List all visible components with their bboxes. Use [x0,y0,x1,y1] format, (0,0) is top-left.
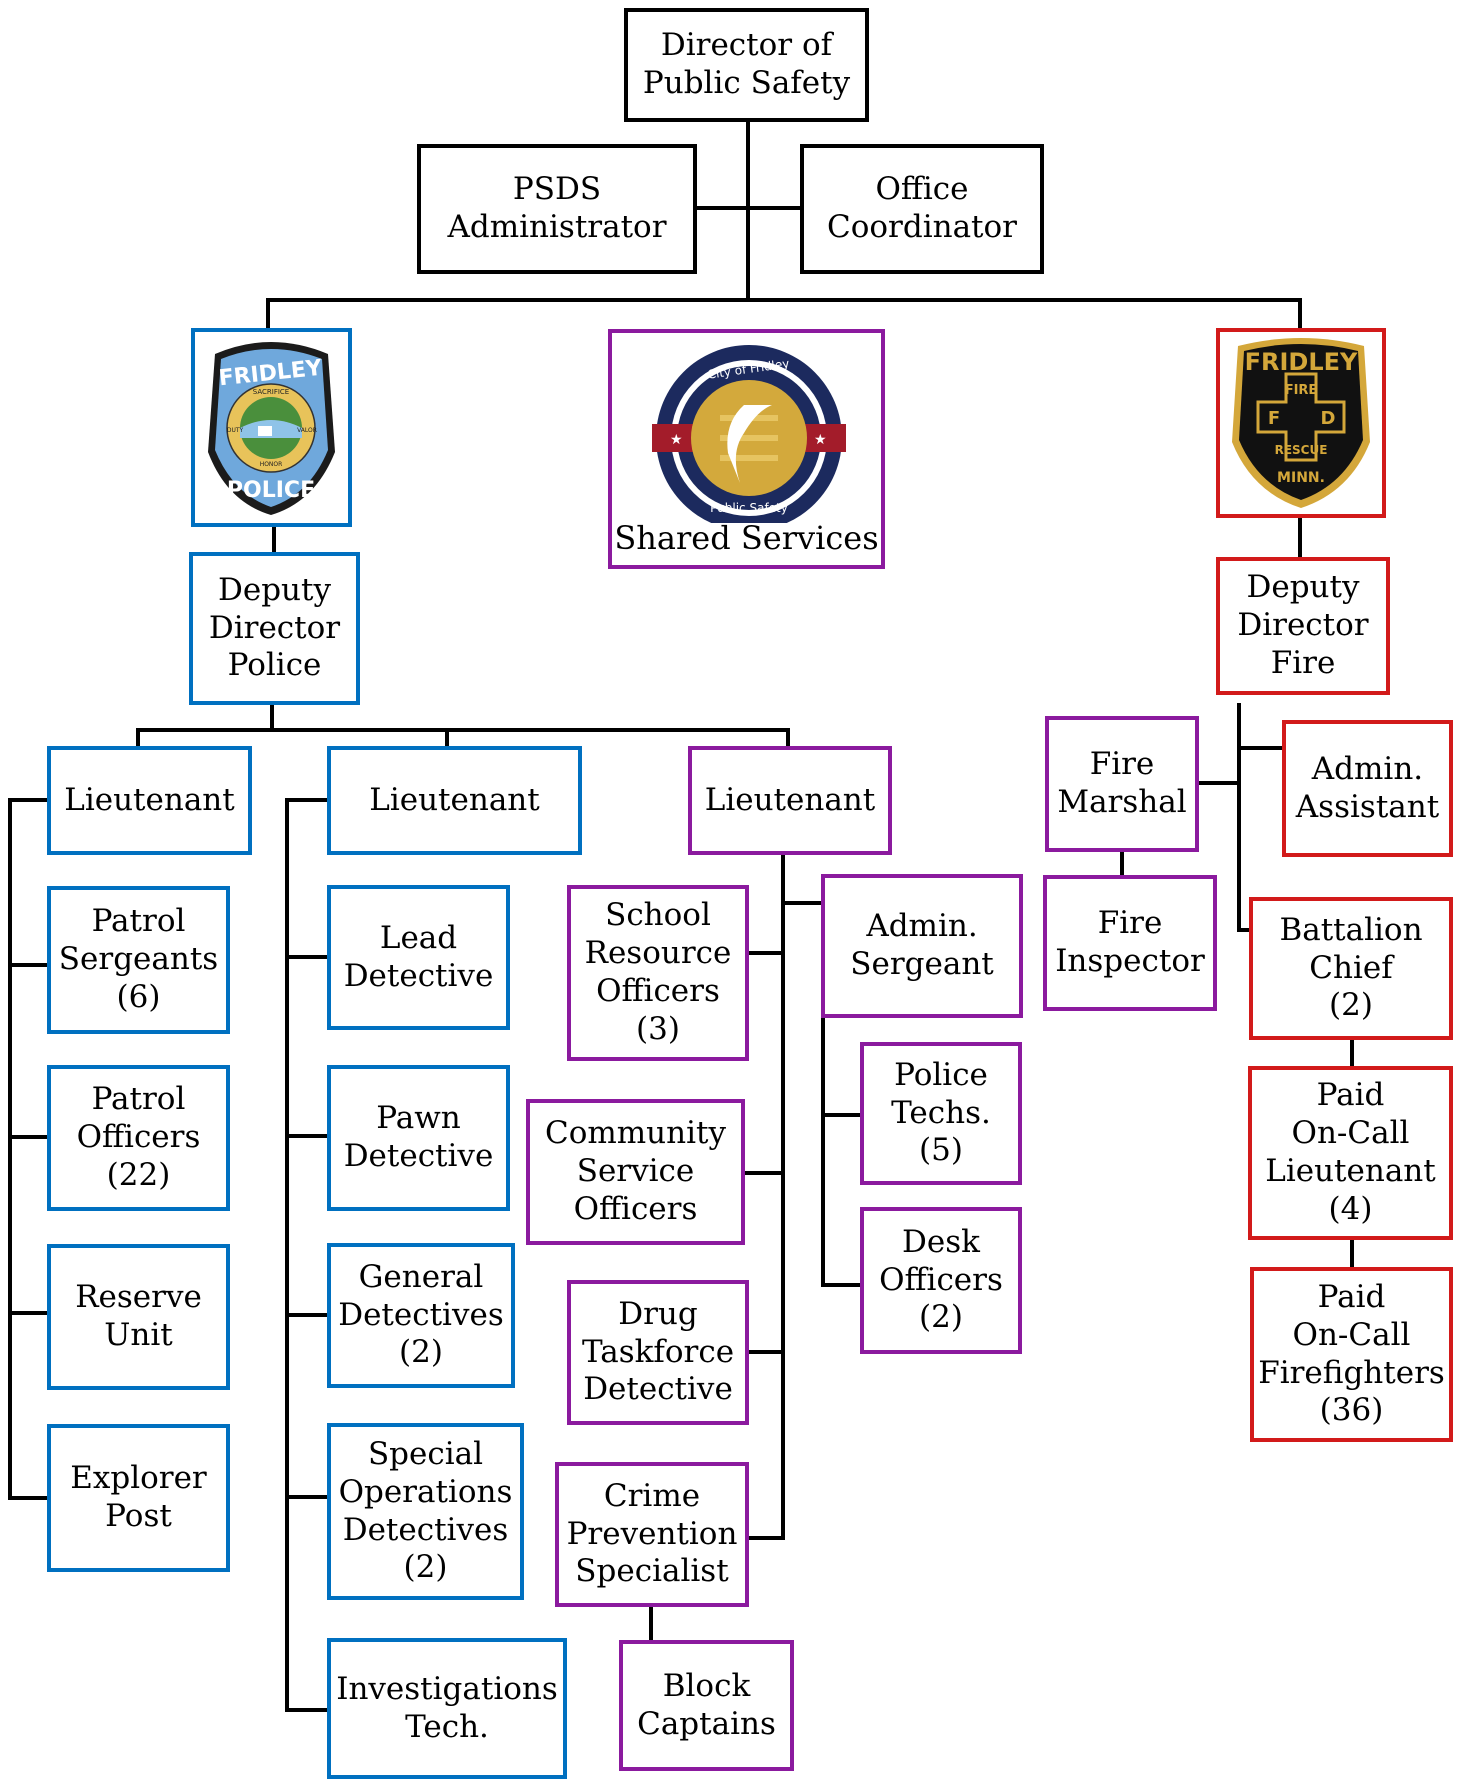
patrol-officers-box: Patrol Officers (22) [47,1065,230,1211]
paid-on-call-firefighters-box: Paid On-Call Firefighters (36) [1250,1267,1453,1442]
psds-administrator-box: PSDS Administrator [417,144,697,274]
general-detectives-box: General Detectives (2) [327,1243,515,1388]
battalion-chief-box: Battalion Chief (2) [1249,897,1453,1040]
fire-marshal-box: Fire Marshal [1045,716,1199,852]
lieutenant-shared-box: Lieutenant [688,746,892,855]
shared-services-box: ★ ★ City of Fridley Public Safety Shared… [608,329,885,569]
special-operations-detectives-box: Special Operations Detectives (2) [327,1423,524,1600]
seal-bottom-text: Public Safety [710,501,788,515]
block-captains-box: Block Captains [619,1640,794,1771]
fire-badge-icon: FRIDLEY FIRE F D RESCUE MINN. [1232,338,1370,508]
paid-on-call-lieutenant-box: Paid On-Call Lieutenant (4) [1248,1066,1453,1240]
desk-officers-box: Desk Officers (2) [860,1207,1022,1354]
explorer-post-box: Explorer Post [47,1424,230,1572]
police-badge-bottom-text: POLICE [227,478,315,503]
fire-badge-cross-text: F [1268,408,1280,429]
investigations-tech-box: Investigations Tech. [327,1638,567,1779]
community-service-officers-box: Community Service Officers [526,1099,745,1245]
shared-services-caption: Shared Services [614,519,879,557]
police-badge-ring-text: HONOR [260,461,283,468]
reserve-unit-box: Reserve Unit [47,1244,230,1390]
police-techs-box: Police Techs. (5) [860,1042,1022,1185]
director-box: Director of Public Safety [624,8,869,122]
patrol-sergeants-box: Patrol Sergeants (6) [47,886,230,1034]
fire-badge-bottom-text: MINN. [1277,470,1325,486]
admin-sergeant-box: Admin. Sergeant [821,874,1023,1018]
fire-inspector-box: Fire Inspector [1043,875,1217,1011]
police-badge-box: FRIDLEY POLICE SACRIFICE DUTY VALOR HONO… [191,328,352,527]
deputy-director-police-box: Deputy Director Police [189,552,360,705]
fire-badge-cross-text: FIRE [1285,383,1318,398]
lead-detective-box: Lead Detective [327,885,510,1030]
svg-text:★: ★ [670,432,683,448]
school-resource-officers-box: School Resource Officers (3) [567,885,749,1061]
lieutenant-patrol-box: Lieutenant [47,746,252,855]
fire-badge-cross-text: RESCUE [1275,443,1328,457]
svg-text:★: ★ [814,432,827,448]
admin-assistant-box: Admin. Assistant [1282,720,1453,857]
lieutenant-investigations-box: Lieutenant [327,746,582,855]
pawn-detective-box: Pawn Detective [327,1065,510,1211]
drug-taskforce-detective-box: Drug Taskforce Detective [567,1280,749,1425]
police-badge-ring-text: VALOR [297,427,317,434]
police-badge-ring-text: SACRIFICE [253,388,289,396]
fire-badge-top-text: FRIDLEY [1245,348,1358,376]
public-safety-seal-icon: ★ ★ City of Fridley Public Safety [652,345,846,523]
deputy-director-fire-box: Deputy Director Fire [1216,557,1390,695]
office-coordinator-box: Office Coordinator [800,144,1044,274]
fire-badge-cross-text: D [1321,408,1336,429]
police-badge-ring-text: DUTY [227,427,244,434]
fire-badge-box: FRIDLEY FIRE F D RESCUE MINN. [1216,328,1386,518]
police-badge-icon: FRIDLEY POLICE SACRIFICE DUTY VALOR HONO… [208,342,335,515]
crime-prevention-specialist-box: Crime Prevention Specialist [555,1462,749,1607]
